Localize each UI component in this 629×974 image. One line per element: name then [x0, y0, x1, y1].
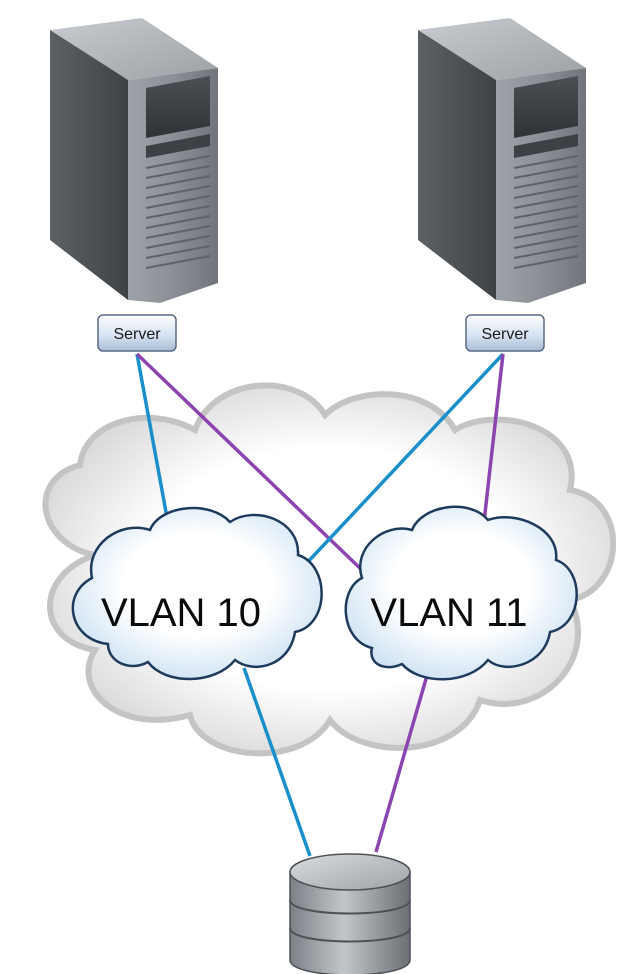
- database-storage-icon: [289, 853, 411, 974]
- server-left-label-box: Server: [97, 314, 177, 352]
- vlan-10-label: VLAN 10: [101, 591, 261, 635]
- vlan-10-cloud: VLAN 10: [71, 506, 323, 681]
- link-vlan-10-storage: [242, 667, 312, 857]
- vlan-11-label: VLAN 11: [370, 591, 527, 635]
- server-tower-icon: [418, 18, 586, 303]
- server-left-label: Server: [113, 326, 161, 343]
- server-tower-icon: [50, 18, 218, 303]
- link-server-right-vlan-10: [302, 352, 505, 568]
- server-right-label-box: Server: [465, 314, 545, 352]
- connection-lines: [135, 352, 505, 857]
- link-vlan-11-storage: [374, 671, 430, 853]
- link-server-left-vlan-10: [135, 353, 170, 524]
- link-server-right-vlan-11: [482, 353, 505, 523]
- vlan-11-cloud: VLAN 11: [344, 505, 578, 681]
- link-server-left-vlan-11: [135, 352, 366, 574]
- server-right-label: Server: [481, 326, 529, 343]
